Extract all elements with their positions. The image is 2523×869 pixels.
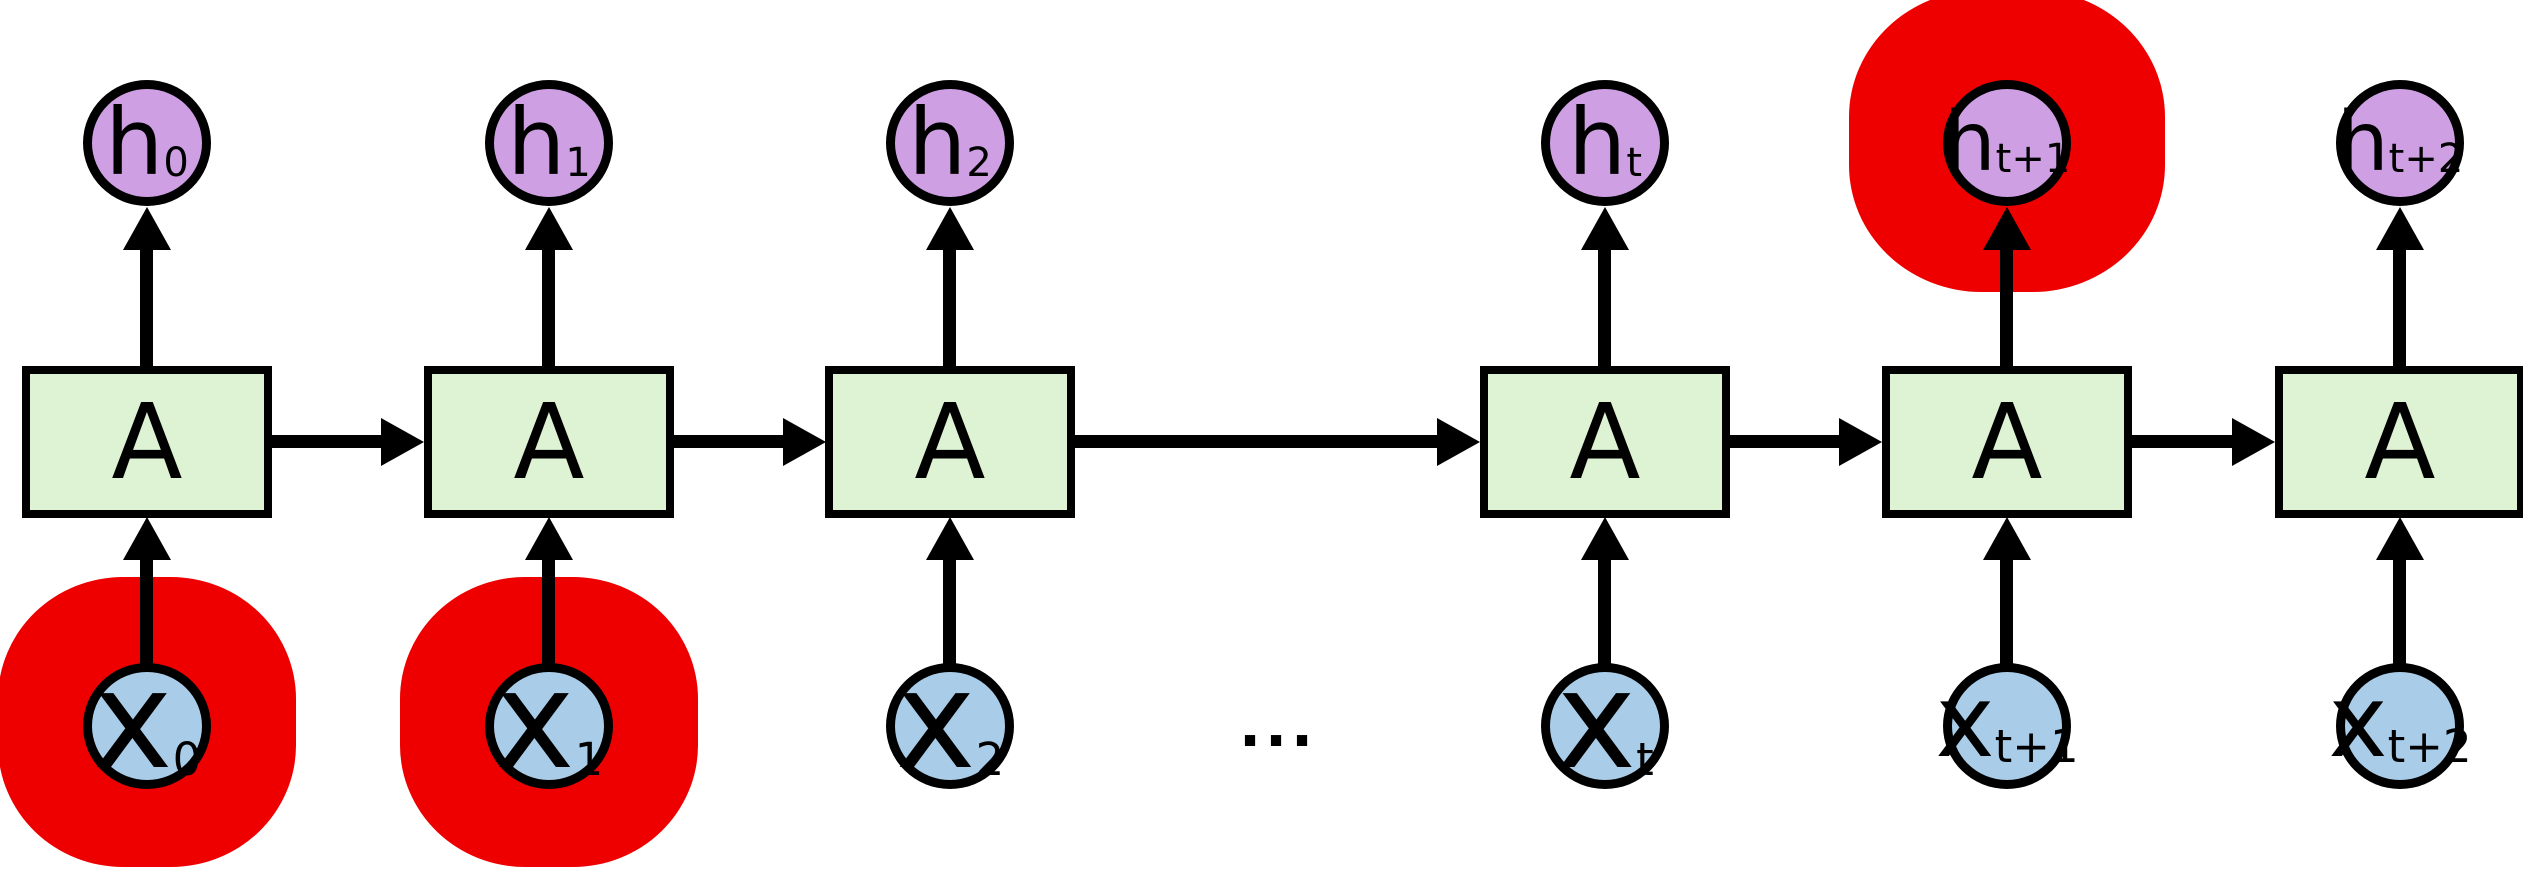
x-glyph: x — [2328, 663, 2388, 780]
arrow-shaft-xt2-to-cell-t2 — [2393, 558, 2406, 665]
h-glyph: h — [1568, 89, 1627, 196]
arrow-shaft-cell-t1-to-ht1 — [2000, 248, 2013, 368]
arrow-shaft-cell0-to-h0 — [140, 248, 153, 368]
arrowhead-cell2-to-cell3 — [1437, 418, 1480, 466]
arrowhead-cell-t1-to-cell-t2 — [2232, 418, 2275, 466]
ellipsis: ... — [1238, 692, 1318, 760]
x-glyph: x — [895, 641, 976, 799]
arrow-shaft-cell0-to-cell1 — [270, 435, 384, 448]
arrowhead-xt-to-cell-t — [1581, 517, 1629, 560]
subscript: 0 — [163, 140, 189, 186]
cell-box-1: A — [424, 366, 674, 518]
cell-letter: A — [1569, 381, 1641, 503]
arrowhead-xt1-to-cell-t1 — [1983, 517, 2031, 560]
x-glyph: x — [1935, 663, 1995, 780]
arrowhead-x2-to-cell2 — [926, 517, 974, 560]
h-glyph: h — [2336, 95, 2389, 190]
cell-letter: A — [1971, 381, 2043, 503]
arrow-shaft-cell1-to-h1 — [542, 248, 555, 368]
h-glyph: h — [105, 89, 164, 196]
subscript: 0 — [172, 732, 202, 786]
arrowhead-cell0-to-cell1 — [381, 418, 424, 466]
subscript: t+2 — [2387, 720, 2472, 773]
subscript: t — [1626, 140, 1642, 186]
subscript: t+1 — [1994, 720, 2079, 773]
arrowhead-xt2-to-cell-t2 — [2376, 517, 2424, 560]
arrowhead-cell1-to-cell2 — [783, 418, 826, 466]
subscript: t+2 — [2388, 136, 2464, 182]
arrow-shaft-xt1-to-cell-t1 — [2000, 558, 2013, 665]
cell-letter: A — [2364, 381, 2436, 503]
arrowhead-cell-t2-to-ht2 — [2376, 207, 2424, 250]
arrow-shaft-x1-to-cell1 — [542, 558, 555, 665]
arrow-shaft-cell2-to-h2 — [943, 248, 956, 368]
arrow-shaft-xt-to-cell-t — [1598, 558, 1611, 665]
subscript: t+1 — [1995, 136, 2071, 182]
arrowhead-cell0-to-h0 — [123, 207, 171, 250]
cell-box-0: A — [22, 366, 272, 518]
arrowhead-cell-t1-to-ht1 — [1983, 207, 2031, 250]
cell-letter: A — [513, 381, 585, 503]
arrow-shaft-cell2-to-cell3 — [1075, 435, 1441, 448]
arrow-shaft-cell-t-to-cell-t1 — [1728, 435, 1842, 448]
h-glyph: h — [507, 89, 566, 196]
arrowhead-cell-t-to-cell-t1 — [1839, 418, 1882, 466]
arrowhead-cell2-to-h2 — [926, 207, 974, 250]
x-glyph: x — [92, 641, 173, 799]
h-glyph: h — [908, 89, 967, 196]
cell-box-5: A — [2275, 366, 2523, 518]
arrow-shaft-cell1-to-cell2 — [672, 435, 786, 448]
arrow-shaft-cell-t-to-ht — [1598, 248, 1611, 368]
subscript: 2 — [966, 140, 992, 186]
cell-box-3: A — [1480, 366, 1730, 518]
cell-letter: A — [111, 381, 183, 503]
cell-box-4: A — [1882, 366, 2132, 518]
arrowhead-cell-t-to-ht — [1581, 207, 1629, 250]
arrow-shaft-cell-t2-to-ht2 — [2393, 248, 2406, 368]
subscript: 2 — [975, 732, 1005, 786]
subscript: 1 — [565, 140, 591, 186]
cell-box-2: A — [825, 366, 1075, 518]
arrowhead-x0-to-cell0 — [123, 517, 171, 560]
arrow-shaft-x2-to-cell2 — [943, 558, 956, 665]
cell-letter: A — [914, 381, 986, 503]
subscript: 1 — [574, 732, 604, 786]
h-glyph: h — [1943, 95, 1996, 190]
arrowhead-cell1-to-h1 — [525, 207, 573, 250]
subscript: t — [1636, 732, 1654, 786]
arrow-shaft-cell-t1-to-cell-t2 — [2130, 435, 2235, 448]
arrow-shaft-x0-to-cell0 — [140, 558, 153, 665]
arrowhead-x1-to-cell1 — [525, 517, 573, 560]
x-glyph: x — [1556, 641, 1637, 799]
x-glyph: x — [494, 641, 575, 799]
